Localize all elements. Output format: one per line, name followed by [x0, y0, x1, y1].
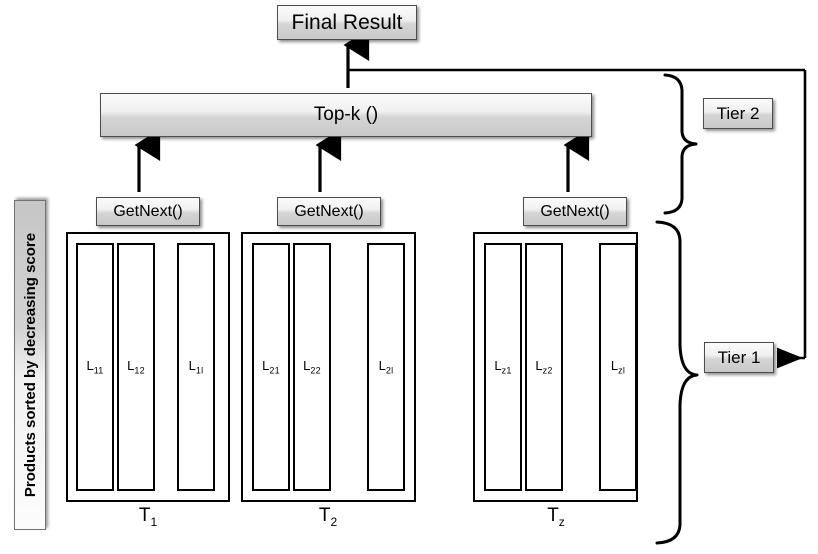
group-label-t1: T1 — [138, 505, 158, 529]
leaf-label: L1l — [188, 358, 204, 376]
leaf-label: Lz1 — [494, 358, 512, 376]
brace-tier-1 — [655, 220, 699, 545]
list-item[interactable]: Lz1 — [484, 243, 522, 491]
getnext-button-3[interactable]: GetNext() — [523, 197, 627, 226]
list-item[interactable]: L21 — [252, 243, 290, 491]
leaf-label: L21 — [262, 358, 280, 376]
leaf-label: Lzl — [610, 358, 626, 376]
list-item[interactable]: Lz2 — [525, 243, 563, 491]
tier-1-label-box[interactable]: Tier 1 — [704, 342, 774, 373]
leaf-label: L12 — [127, 358, 145, 376]
list-item[interactable]: L22 — [293, 243, 331, 491]
final-result-box[interactable]: Final Result — [277, 5, 417, 40]
brace-tier-2 — [663, 73, 698, 215]
leaf-label: L11 — [86, 358, 104, 376]
list-item[interactable]: L12 — [117, 243, 155, 491]
group-label-tz: Tz — [547, 505, 565, 529]
list-item[interactable]: L11 — [76, 243, 114, 491]
leaf-label: L22 — [303, 358, 321, 376]
list-item[interactable]: L2l — [367, 243, 405, 491]
tier-2-label-box[interactable]: Tier 2 — [703, 98, 773, 129]
list-item[interactable]: L1l — [177, 243, 215, 491]
topk-aggregator-box[interactable]: Top-k () — [100, 93, 592, 137]
group-label-t2: T2 — [318, 505, 338, 529]
leaf-label: Lz2 — [535, 358, 553, 376]
getnext-button-1[interactable]: GetNext() — [96, 197, 200, 226]
getnext-button-2[interactable]: GetNext() — [277, 197, 381, 226]
products-sorted-label: Products sorted by decreasing score — [14, 200, 46, 530]
list-item[interactable]: Lzl — [599, 243, 637, 491]
leaf-label: L2l — [378, 358, 394, 376]
